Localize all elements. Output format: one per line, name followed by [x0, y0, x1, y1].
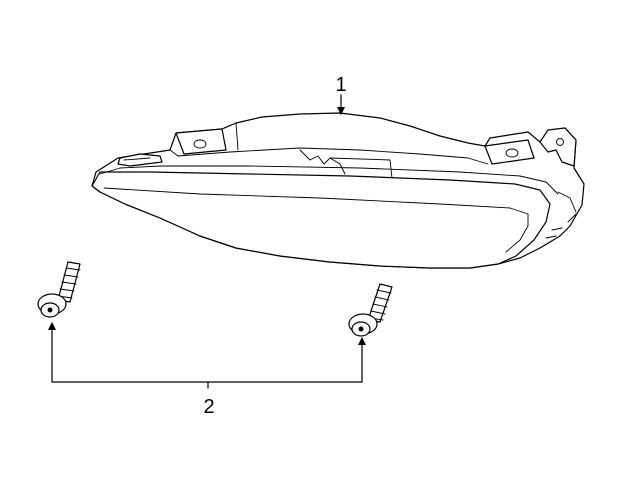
- arrowhead-2-right: [358, 337, 366, 345]
- arrowhead-2-left: [48, 322, 56, 330]
- arrowhead-1: [337, 107, 345, 115]
- screw-left: [37, 261, 81, 318]
- screw-right: [348, 283, 393, 337]
- callout-2-label: 2: [203, 396, 214, 418]
- callout-1: 1: [335, 74, 347, 115]
- lamp-assembly: [91, 112, 585, 269]
- callout-1-label: 1: [335, 74, 346, 96]
- callout-2: 2: [48, 322, 366, 418]
